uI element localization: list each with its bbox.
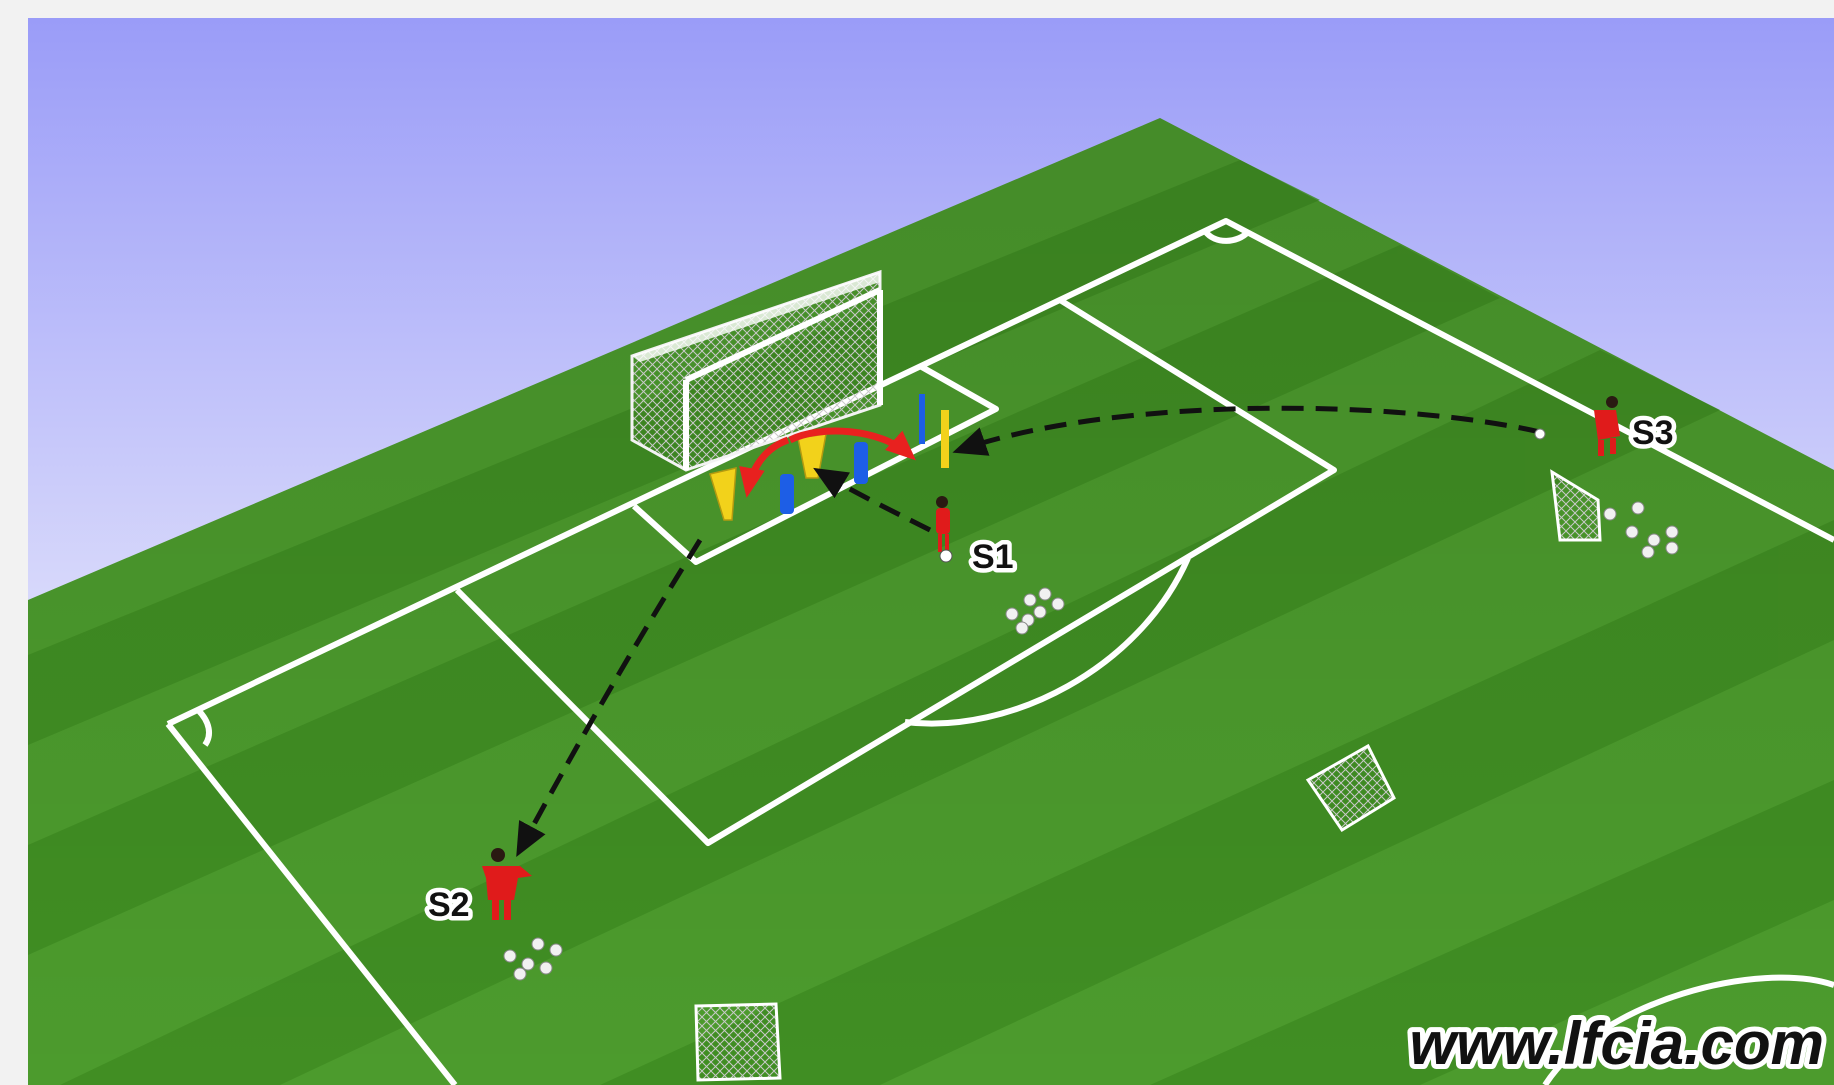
mannequin-icon [780,474,794,514]
player-label-s3: S3 [1632,414,1674,452]
ball-icon [940,550,952,562]
watermark: www.lfcia.com [1409,1010,1824,1077]
player-label-s2: S2 [428,886,470,924]
player-label-s1: S1 [972,538,1014,576]
pole-icon [919,394,925,444]
ball-icon [1535,429,1545,439]
mini-goal-icon [696,1004,780,1080]
mannequin-icon [854,442,868,484]
pole-icon [941,410,949,468]
